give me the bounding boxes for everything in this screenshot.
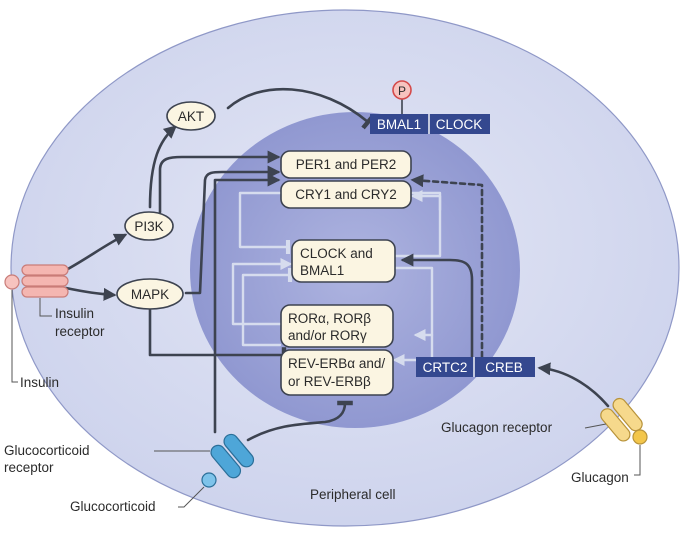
label-insulin-receptor-2: receptor [55,324,105,339]
edge-gr-reverb [246,400,353,442]
insulin-ligand [4,274,20,290]
label-insulin: Insulin [20,375,59,390]
glucocorticoid-receptor [210,433,255,479]
svg-text:BMAL1: BMAL1 [300,263,344,278]
edge-creb-cry [410,174,484,359]
bmal1-clock-bar: P BMAL1 CLOCK [370,80,490,134]
svg-text:PI3K: PI3K [134,219,163,234]
label-insulin-receptor-1: Insulin [55,306,94,321]
svg-text:CREB: CREB [485,360,523,375]
node-cry: CRY1 and CRY2 [280,180,412,209]
edge-glucagon-receptor-creb [537,362,610,408]
node-ror: RORα, RORβ and/or RORγ [280,304,394,348]
crtc2-creb-bar: CRTC2 CREB [416,357,535,377]
node-mapk: MAPK [116,278,184,310]
label-glucagon-receptor: Glucagon receptor [441,420,553,435]
label-glucocorticoid: Glucocorticoid [70,499,156,514]
node-rev-erb: REV-ERBα and/ or REV-ERBβ [280,349,394,396]
edge-gr-per [213,173,281,434]
edge-pi3k-akt [148,125,177,209]
glucocorticoid-ligand [201,472,217,488]
glucagon-ligand [632,429,648,445]
label-glucocorticoid-receptor-2: receptor [4,460,54,475]
feedback-loops [231,190,442,366]
edge-mapk-per [184,165,281,295]
pathway-edges [64,87,610,442]
node-clock-bmal1: CLOCK and BMAL1 [291,239,396,283]
svg-text:CLOCK: CLOCK [436,117,483,132]
svg-text:BMAL1: BMAL1 [377,117,421,132]
edge-pi3k-per [158,150,281,214]
svg-text:PER1 and PER2: PER1 and PER2 [296,157,397,172]
node-per: PER1 and PER2 [280,150,412,179]
node-akt: AKT [166,101,216,131]
glucagon-receptor [600,397,643,442]
edge-crtc2-clock [400,253,474,359]
node-pi3k: PI3K [124,211,174,241]
svg-text:CRY1 and CRY2: CRY1 and CRY2 [295,187,397,202]
svg-text:CLOCK and: CLOCK and [300,246,373,261]
svg-text:or REV-ERBβ: or REV-ERBβ [288,374,371,389]
svg-text:AKT: AKT [178,109,204,124]
edge-insulin-mapk [64,286,117,301]
phosphate-icon [392,80,412,100]
svg-text:RORα, RORβ: RORα, RORβ [288,311,371,326]
svg-text:REV-ERBα and/: REV-ERBα and/ [288,356,385,371]
label-peripheral-cell: Peripheral cell [310,487,396,502]
edge-mapk-reverb [148,308,287,363]
label-glucocorticoid-receptor-1: Glucocorticoid [4,443,90,458]
label-glucagon: Glucagon [571,470,629,485]
svg-text:CRTC2: CRTC2 [423,360,468,375]
insulin-receptor [4,264,69,298]
svg-text:MAPK: MAPK [131,287,169,302]
edge-akt-bmal1clock [226,87,375,130]
svg-text:and/or RORγ: and/or RORγ [288,328,367,343]
svg-text:P: P [398,84,406,98]
edge-insulin-pi3k [64,233,128,272]
